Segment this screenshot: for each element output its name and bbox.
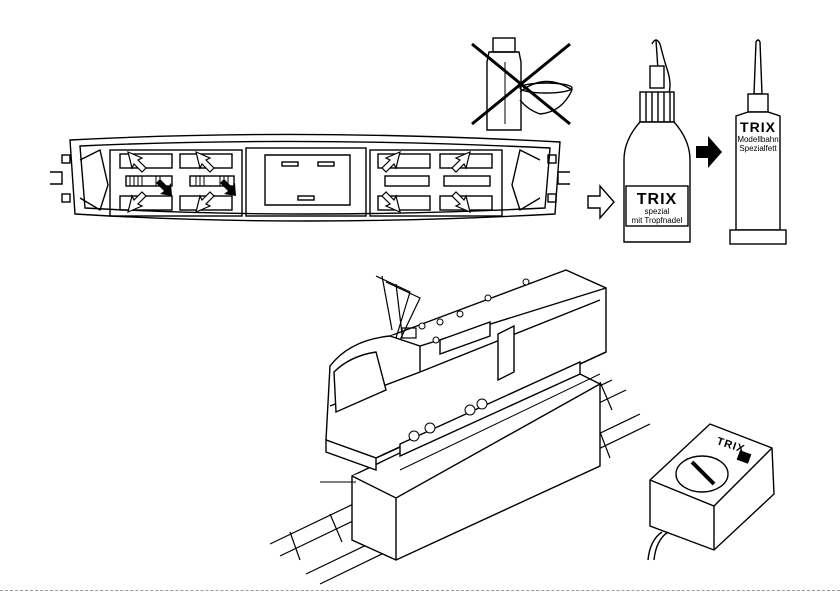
oil-bottle-line2: mit Tropfnadel <box>632 216 683 225</box>
grease-tube-brand: TRIX <box>740 119 776 135</box>
controller <box>648 424 774 560</box>
oil-bottle-brand: TRIX <box>637 191 677 208</box>
gear-marks <box>130 176 228 186</box>
chassis-top-view <box>50 134 570 221</box>
page-divider <box>0 590 840 591</box>
arrow-right-icon <box>588 186 614 218</box>
grease-tube-line2: Spezialfett <box>739 144 777 153</box>
arrow-right-solid-icon <box>696 136 722 168</box>
oil-bottle-line1: spezial <box>645 207 670 216</box>
prohibited-oil-icon <box>472 38 572 130</box>
grease-tube-line1: Modellbahn <box>737 135 778 144</box>
